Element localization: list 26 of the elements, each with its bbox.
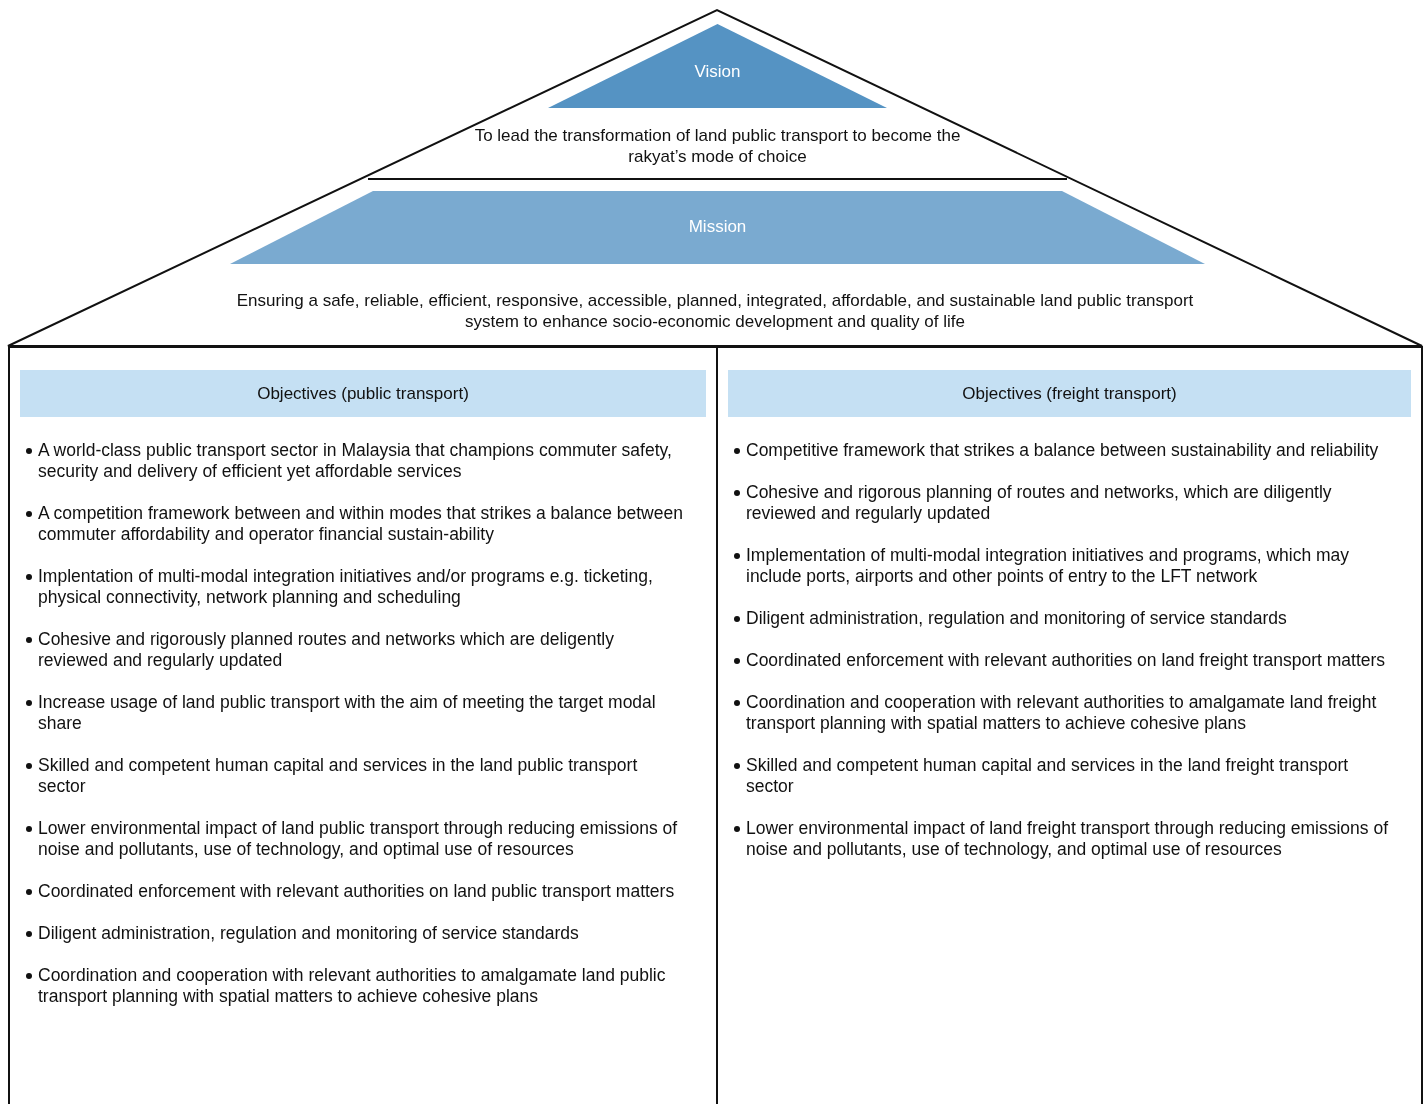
objective-item: Diligent administration, regulation and monitoring of service standards xyxy=(732,608,1391,629)
vision-label: Vision xyxy=(694,62,741,82)
objective-item: Increase usage of land public transport with the aim of meeting the target modal share xyxy=(24,692,686,734)
objective-item: Coordination and cooperation with relevant authorities to amalgamate land public transport planning with spatial matters to achieve cohesive plans xyxy=(24,965,686,1007)
objective-item: A competition framework between and within modes that strikes a balance between commuter affordability and operator financial sustain-ability xyxy=(24,503,686,545)
section-header: Objectives (public transport) xyxy=(20,370,706,417)
objective-item: Implementation of multi-modal integration initiatives and programs, which may include ports, airports and other points of entry to the LFT network xyxy=(732,545,1391,587)
objective-item: Coordination and cooperation with relevant authorities to amalgamate land freight transport planning with spatial matters to achieve cohesive plans xyxy=(732,692,1391,734)
objective-item: Diligent administration, regulation and monitoring of service standards xyxy=(24,923,686,944)
objective-item: Coordinated enforcement with relevant authorities on land freight transport matters xyxy=(732,650,1391,671)
objective-item: Skilled and competent human capital and services in the land public transport sector xyxy=(24,755,686,797)
objective-item: Implentation of multi-modal integration initiatives and/or programs e.g. ticketing, physical connectivity, network planning and scheduling xyxy=(24,566,686,608)
section-header: Objectives (freight transport) xyxy=(728,370,1411,417)
objectives-panel xyxy=(8,346,718,1104)
objectives-panel xyxy=(716,346,1423,1104)
objective-item: Lower environmental impact of land public transport through reducing emissions of noise and pollutants, use of technology, and optimal use of resources xyxy=(24,818,686,860)
objective-item: Competitive framework that strikes a balance between sustainability and reliability xyxy=(732,440,1391,461)
objective-item: A world-class public transport sector in Malaysia that champions commuter safety, security and delivery of efficient yet affordable services xyxy=(24,440,686,482)
objective-item: Skilled and competent human capital and services in the land freight transport sector xyxy=(732,755,1391,797)
objective-item: Coordinated enforcement with relevant authorities on land public transport matters xyxy=(24,881,686,902)
vision-statement: To lead the transformation of land public transport to become the rakyat’s mode of choice xyxy=(473,125,962,167)
objective-item: Cohesive and rigorously planned routes and networks which are deligently reviewed and regularly updated xyxy=(24,629,686,671)
mission-label: Mission xyxy=(688,217,747,237)
objective-item: Cohesive and rigorous planning of routes and networks, which are diligently reviewed and regularly updated xyxy=(732,482,1391,524)
mission-statement: Ensuring a safe, reliable, efficient, responsive, accessible, planned, integrated, affordable, and sustainable land public transport system to enhance socio-economic development and quality of life xyxy=(235,290,1195,332)
objective-item: Lower environmental impact of land freight transport through reducing emissions of noise and pollutants, use of technology, and optimal use of resources xyxy=(732,818,1391,860)
